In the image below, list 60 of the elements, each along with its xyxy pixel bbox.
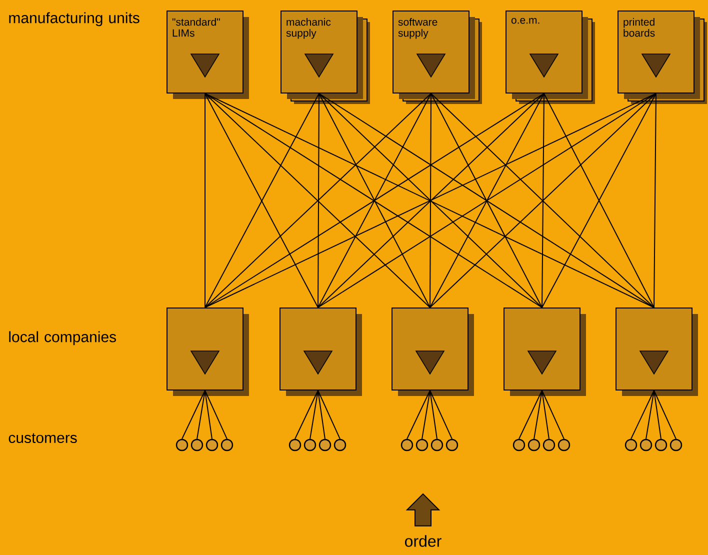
connector-line (542, 390, 550, 440)
connector-line (422, 390, 430, 440)
order-label: order (405, 535, 442, 547)
customer-circle (318, 438, 332, 452)
block-arrow (406, 493, 440, 526)
customer-circle (416, 438, 428, 452)
unit-box: machanic supply (280, 10, 370, 104)
connector-line (294, 390, 318, 440)
connector-line (430, 93, 432, 308)
customer-circle (512, 438, 526, 452)
company-box (166, 308, 249, 396)
customer-circle (654, 438, 668, 452)
connector-line (182, 390, 206, 440)
connector-line (430, 390, 452, 440)
connector-line (654, 390, 662, 440)
customer-circle (446, 438, 458, 452)
unit-box: "standard" LIMs (166, 10, 249, 99)
customer-circle (190, 438, 204, 452)
customer-circle (334, 438, 346, 452)
connector-line (542, 93, 544, 308)
connector-line (310, 390, 318, 440)
connector-line (630, 390, 654, 440)
customer-circle (288, 438, 302, 452)
connector-line (318, 93, 320, 308)
customer-circle (558, 438, 570, 452)
unit-box: software supply (392, 10, 482, 104)
row-label: customers (8, 433, 77, 444)
connector-line (204, 390, 228, 440)
unit-box: printed boards (618, 10, 707, 104)
customer-circle (542, 438, 556, 452)
customer-circle (624, 438, 638, 452)
connector-line (430, 390, 438, 440)
unit-box: o.e.m. (506, 10, 595, 104)
connector-line (542, 390, 564, 440)
customer-circle (220, 438, 234, 452)
connector-line (654, 93, 656, 308)
customer-circle (176, 438, 188, 452)
company-box (616, 308, 698, 396)
connector-line (318, 390, 340, 440)
connector-line (196, 390, 206, 440)
row-label: manufacturing units (9, 12, 140, 26)
customer-circle (430, 438, 444, 452)
connector-line (534, 390, 542, 440)
customer-circle (640, 438, 652, 452)
customer-circle (528, 438, 540, 452)
customer-circle (206, 438, 218, 452)
customer-circle (670, 438, 682, 452)
connector-line (646, 390, 654, 440)
connector-line (406, 390, 430, 440)
customer-circle (304, 438, 316, 452)
connector-line (654, 390, 676, 440)
company-box (504, 308, 586, 396)
connector-line (518, 390, 542, 440)
connector-line (204, 390, 212, 440)
customer-circle (400, 438, 414, 452)
row-label: local companies (9, 331, 116, 346)
company-box (392, 308, 474, 396)
connector-line (318, 390, 326, 440)
connector-line (204, 93, 206, 308)
company-box (280, 308, 362, 396)
